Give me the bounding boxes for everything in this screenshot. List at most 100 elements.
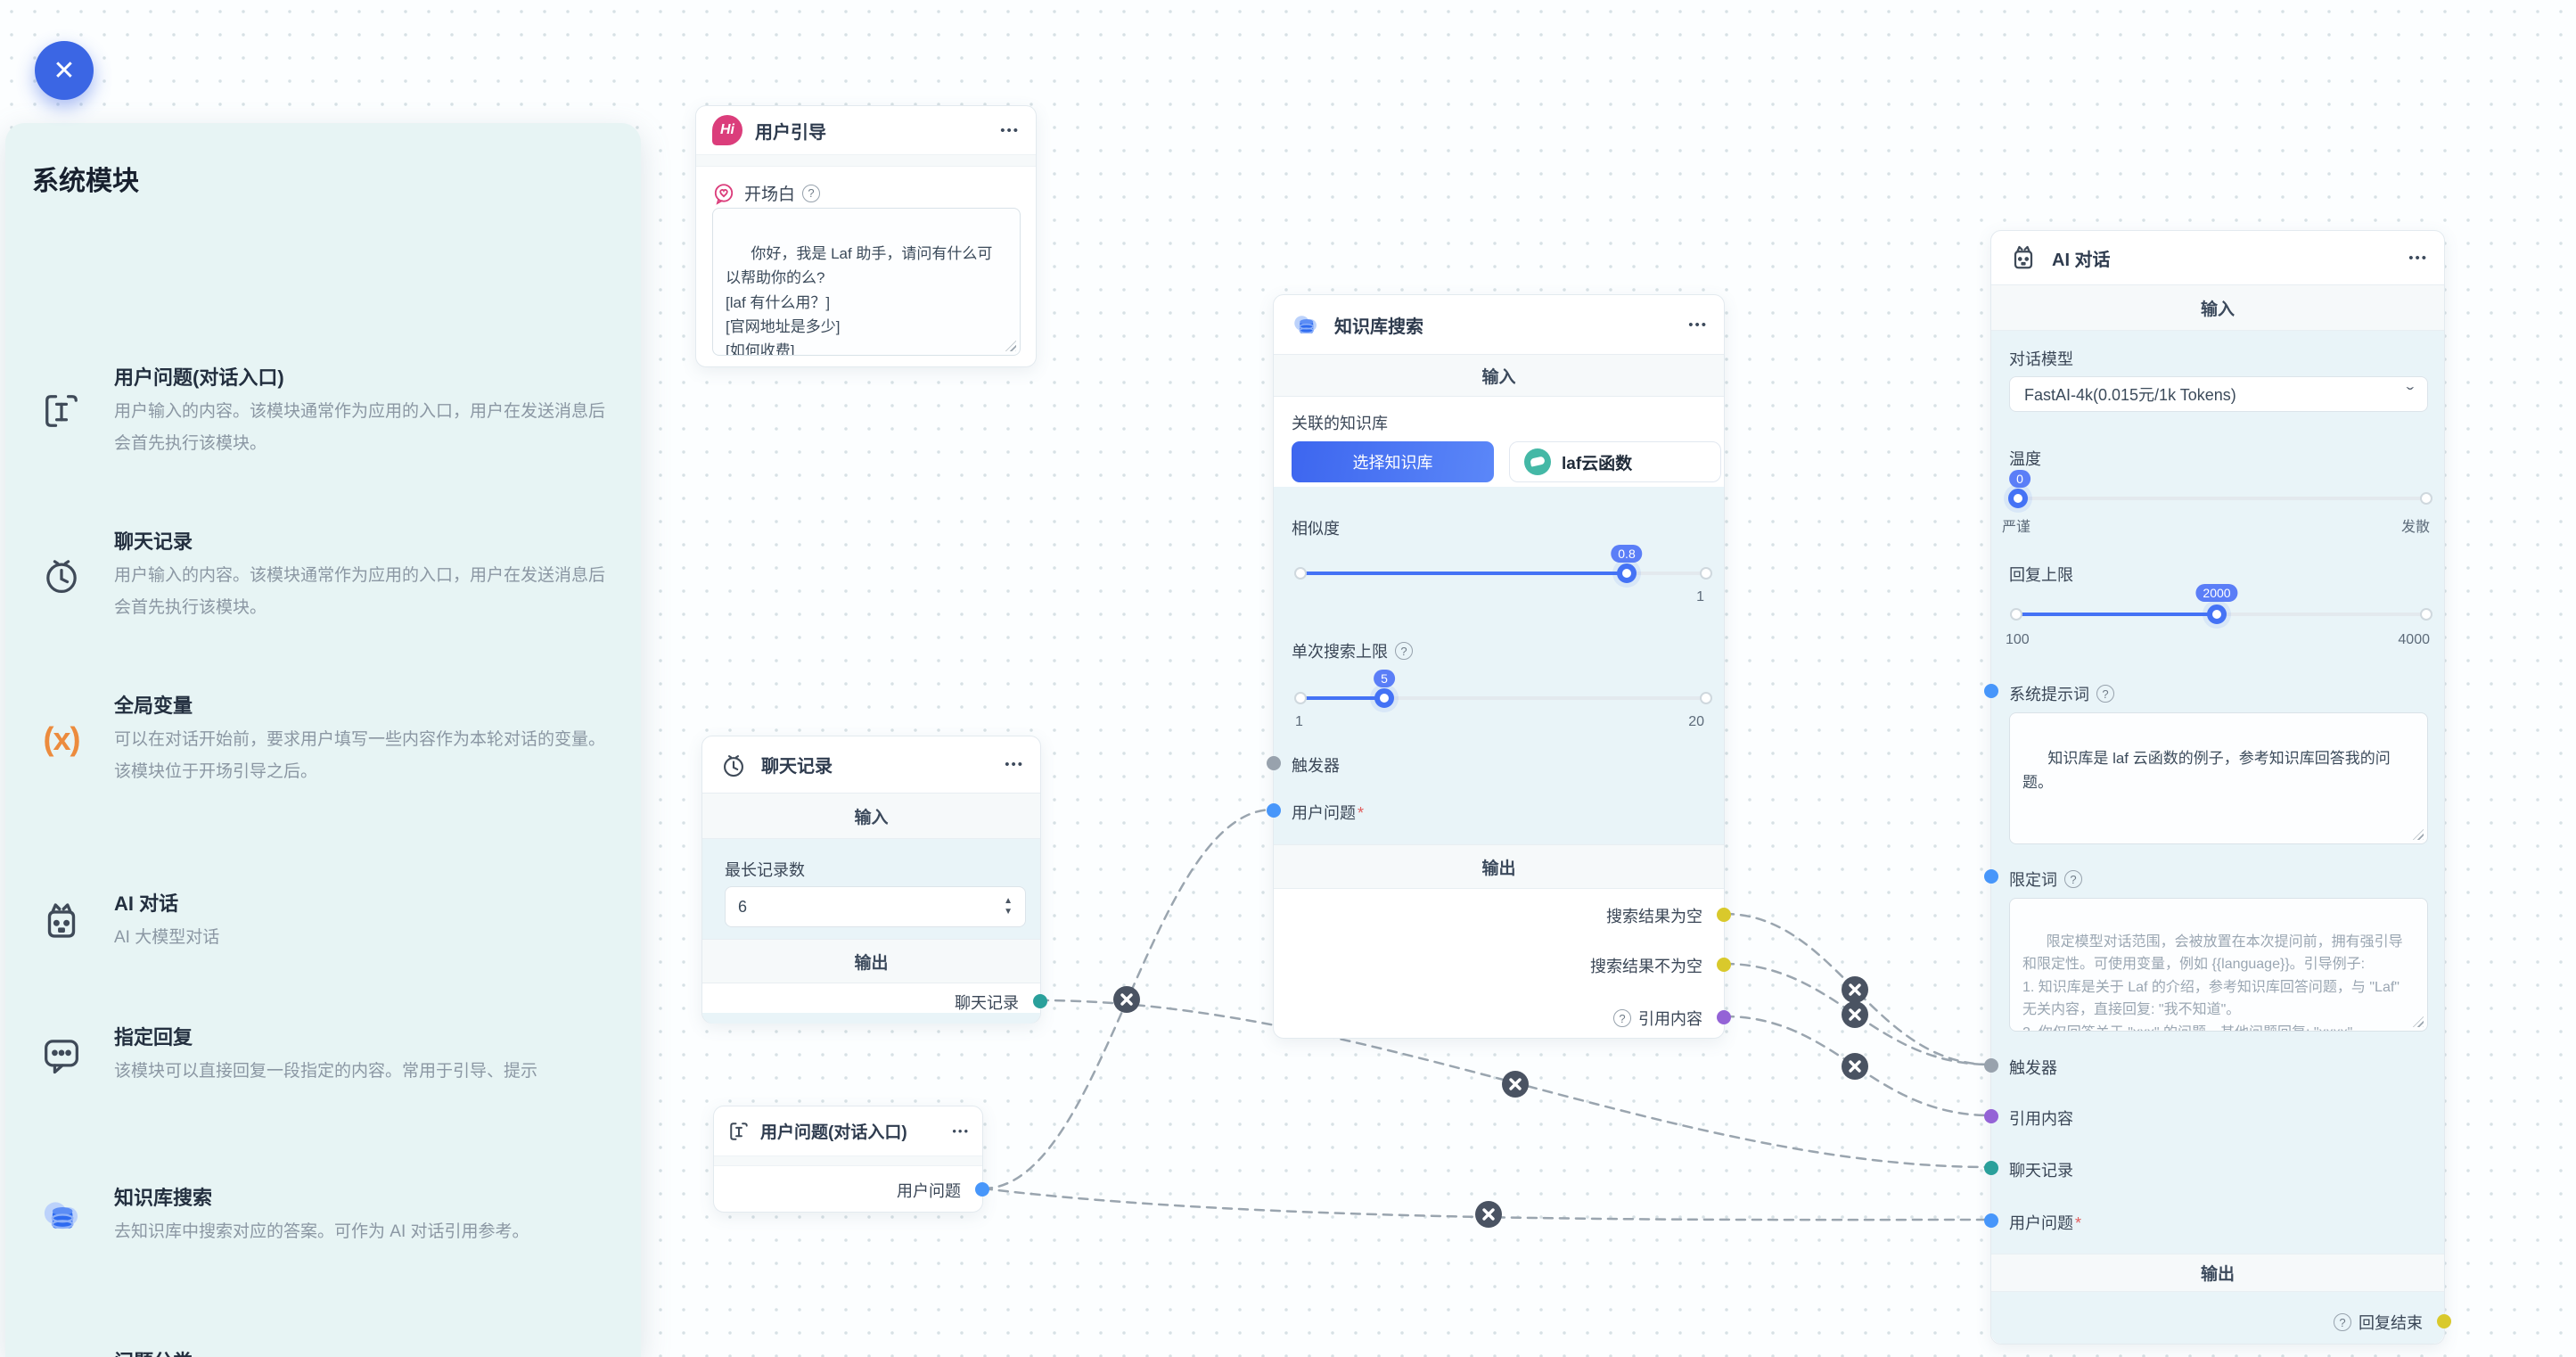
slider-start — [1294, 692, 1307, 704]
node-user-guide[interactable]: Hi 用户引导 ••• 开场白 ? 你好，我是 Laf 助手，请问有什么可以帮助… — [695, 105, 1037, 367]
port-kb-quote-output[interactable] — [1717, 1010, 1731, 1024]
sidebar-item-kb-search[interactable]: 知识库搜索 去知识库中搜索对应的答案。可作为 AI 对话引用参考。 — [32, 1182, 610, 1248]
sidebar-item-ai-chat[interactable]: AI 对话 AI 大模型对话 — [32, 888, 610, 954]
sidebar-item-title: 问题分类 — [114, 1346, 554, 1357]
slider-end — [1700, 567, 1712, 580]
port-kb-empty-output[interactable] — [1717, 908, 1731, 922]
params-section — [1274, 487, 1724, 844]
max-reply-slider-thumb[interactable] — [2207, 604, 2227, 624]
port-ai-history-input[interactable] — [1984, 1161, 1998, 1175]
resize-handle-icon[interactable] — [2413, 1016, 2424, 1027]
number-stepper[interactable]: ▲ ▼ — [1004, 897, 1013, 917]
trigger-input-label: 触发器 — [1292, 757, 1340, 775]
resize-handle-icon[interactable] — [2413, 829, 2424, 840]
delete-edge-icon[interactable] — [1842, 1053, 1868, 1080]
port-limit-word-input[interactable] — [1984, 869, 1998, 884]
temp-left-label: 严谨 — [2002, 520, 2031, 535]
limit-word-label-row: 限定词 ? — [2009, 868, 2082, 891]
port-ai-question-input[interactable] — [1984, 1213, 1998, 1228]
node-header: AI 对话 ••• — [1991, 231, 2444, 284]
sidebar-item-chat-history[interactable]: 聊天记录 用户输入的内容。该模块通常作为应用的入口，用户在发送消息后会首先执行该… — [32, 526, 610, 624]
delete-edge-icon[interactable] — [1842, 1001, 1868, 1028]
select-kb-button[interactable]: 选择知识库 — [1292, 441, 1494, 482]
limit-word-textarea[interactable]: 限定模型对话范围，会被放置在本次提问前，拥有强引导和限定性。可使用变量，例如 {… — [2009, 898, 2428, 1032]
help-icon[interactable]: ? — [1395, 642, 1413, 660]
sidebar-item-title: 全局变量 — [114, 695, 193, 717]
port-kb-trigger-input[interactable] — [1267, 756, 1281, 770]
delete-edge-icon[interactable] — [1842, 976, 1868, 1003]
max-reply-label: 回复上限 — [2009, 566, 2073, 584]
limit-slider-thumb[interactable] — [1374, 688, 1394, 708]
port-kb-not-empty-output[interactable] — [1717, 958, 1731, 972]
max-reply-slider[interactable] — [2010, 604, 2432, 624]
resize-handle-icon[interactable] — [1005, 341, 1016, 351]
port-ai-quote-input[interactable] — [1984, 1109, 1998, 1123]
speech-bubble-icon — [32, 1032, 91, 1078]
help-icon[interactable]: ? — [802, 184, 821, 202]
max-reply-badge: 2000 — [2195, 584, 2238, 602]
help-icon[interactable]: ? — [1613, 1009, 1631, 1027]
history-input-label: 聊天记录 — [2009, 1162, 2073, 1180]
node-menu-icon[interactable]: ••• — [1005, 757, 1024, 772]
delete-edge-icon[interactable] — [1113, 986, 1140, 1013]
help-icon[interactable]: ? — [2334, 1313, 2351, 1331]
temperature-slider-thumb[interactable] — [2008, 489, 2028, 508]
sidebar-item-global-variable[interactable]: (x) 全局变量 可以在对话开始前，要求用户填写一些内容作为本轮对话的变量。该模… — [32, 690, 610, 788]
sidebar-item-question-classify[interactable]: 问题分类 可以判断用户问题属于哪方面问题，从而执行不同的操作。 — [32, 1346, 610, 1357]
node-menu-icon[interactable]: ••• — [2408, 250, 2428, 266]
temp-right-label: 发散 — [2400, 520, 2430, 535]
field-label: 开场白 — [744, 185, 796, 204]
port-ai-trigger-input[interactable] — [1984, 1058, 1998, 1073]
step-up-icon[interactable]: ▲ — [1004, 896, 1013, 906]
port-system-prompt-input[interactable] — [1984, 684, 1998, 698]
help-icon[interactable]: ? — [2064, 870, 2082, 888]
sidebar-title: 系统模块 — [32, 167, 139, 196]
sidebar-item-title: 聊天记录 — [114, 530, 193, 553]
port-ai-finish-output[interactable] — [2437, 1314, 2451, 1328]
limit-min: 1 — [1295, 714, 1303, 729]
sidebar-item-title: AI 对话 — [114, 892, 179, 915]
model-select[interactable]: FastAI-4k(0.015元/1k Tokens) ˇ — [2009, 376, 2428, 412]
temperature-label: 温度 — [2009, 450, 2041, 468]
port-chat-history-output[interactable] — [1033, 994, 1047, 1008]
close-icon: ✕ — [53, 55, 76, 86]
slider-start — [1294, 567, 1307, 580]
node-user-question[interactable]: 用户问题(对话入口) ••• 用户问题 — [713, 1106, 989, 1213]
node-kb-search[interactable]: 知识库搜索 ••• 输入 关联的知识库 选择知识库 laf云函数 相似度 0.8… — [1267, 294, 1731, 1039]
sidebar-item-user-question[interactable]: 用户问题(对话入口) 用户输入的内容。该模块通常作为应用的入口，用户在发送消息后… — [32, 362, 610, 460]
help-icon[interactable]: ? — [2096, 685, 2114, 703]
sidebar-item-title: 知识库搜索 — [114, 1187, 213, 1209]
node-menu-icon[interactable]: ••• — [1000, 122, 1020, 138]
step-down-icon[interactable]: ▼ — [1004, 907, 1013, 917]
node-chat-history[interactable]: 聊天记录 ••• 输入 最长记录数 6 ▲ ▼ 输出 聊天记录 — [701, 736, 1047, 1024]
similarity-slider[interactable] — [1294, 563, 1712, 583]
node-ai-chat[interactable]: AI 对话 ••• 输入 对话模型 FastAI-4k(0.015元/1k To… — [1984, 230, 2451, 1345]
kb-chip-laf[interactable]: laf云函数 — [1509, 441, 1721, 482]
system-prompt-label-row: 系统提示词 ? — [2009, 682, 2114, 705]
node-menu-icon[interactable]: ••• — [952, 1124, 970, 1138]
trigger-input-label: 触发器 — [2009, 1059, 2057, 1077]
output-row-quote: ? 引用内容 — [1613, 1007, 1702, 1030]
input-cursor-icon — [730, 1122, 748, 1140]
system-prompt-textarea[interactable]: 知识库是 laf 云函数的例子，参考知识库回答我的问题。 — [2009, 712, 2428, 844]
port-kb-user-question-input[interactable] — [1267, 803, 1281, 818]
sidebar-item-desc: 用户输入的内容。该模块通常作为应用的入口，用户在发送消息后会首先执行该模块。 — [114, 566, 606, 618]
node-header: 知识库搜索 ••• — [1274, 295, 1724, 354]
delete-edge-icon[interactable] — [1502, 1071, 1529, 1098]
question-input-label: 用户问题* — [2009, 1214, 2082, 1232]
max-records-input[interactable]: 6 ▲ ▼ — [725, 886, 1026, 927]
similarity-badge: 0.8 — [1611, 545, 1643, 563]
welcome-textarea[interactable]: 你好，我是 Laf 助手，请问有什么可以帮助你的么? [laf 有什么用？] [… — [712, 208, 1021, 356]
sidebar-item-fixed-reply[interactable]: 指定回复 该模块可以直接回复一段指定的内容。常用于引导、提示 — [32, 1022, 610, 1088]
close-panel-button[interactable]: ✕ — [35, 41, 94, 100]
temperature-slider[interactable] — [2008, 489, 2432, 508]
port-user-question-output[interactable] — [975, 1182, 989, 1197]
similarity-slider-thumb[interactable] — [1617, 563, 1637, 583]
delete-edge-icon[interactable] — [1475, 1201, 1502, 1228]
node-menu-icon[interactable]: ••• — [1688, 317, 1708, 333]
slider-start — [2010, 608, 2022, 621]
limit-slider[interactable] — [1294, 688, 1712, 708]
robot-icon — [2014, 245, 2033, 269]
max-min-label: 100 — [2006, 632, 2030, 647]
